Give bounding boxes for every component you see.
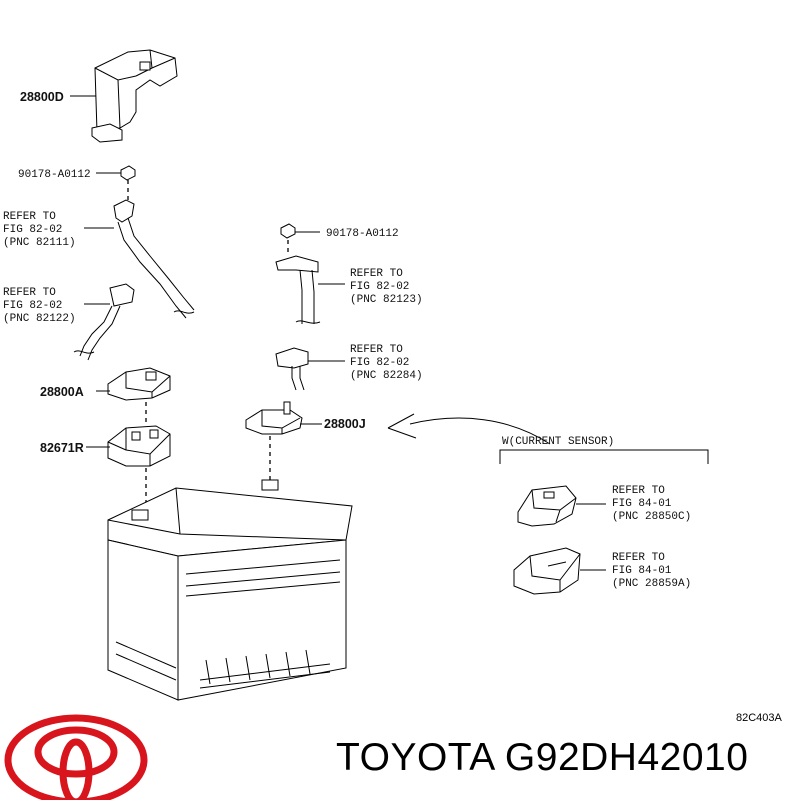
cable-82122-part[interactable] bbox=[73, 283, 135, 361]
cable-82123-part[interactable] bbox=[275, 255, 321, 324]
assembly-line-right bbox=[269, 240, 289, 480]
ref-28850C-line1: REFER TO bbox=[612, 485, 665, 497]
ref-82284-line1: REFER TO bbox=[350, 344, 403, 356]
label-bolt-right: 90178-A0112 bbox=[326, 228, 399, 240]
label-28800J: 28800J bbox=[324, 417, 366, 431]
terminal-28800J-part[interactable] bbox=[245, 401, 303, 435]
ref-82284-line3: (PNC 82284) bbox=[350, 370, 423, 382]
ref-82123-line1: REFER TO bbox=[350, 268, 403, 280]
ref-28859A-line2: FIG 84-01 bbox=[612, 565, 672, 577]
bolt-left-part[interactable] bbox=[120, 165, 136, 181]
ref-82122-line1: REFER TO bbox=[3, 287, 56, 299]
ref-82122-line2: FIG 82-02 bbox=[3, 300, 62, 312]
label-current-sensor: W(CURRENT SENSOR) bbox=[502, 436, 614, 448]
label-28800D: 28800D bbox=[20, 90, 64, 104]
ref-82284-line2: FIG 82-02 bbox=[350, 357, 409, 369]
ref-28859A-line3: (PNC 28859A) bbox=[612, 578, 691, 590]
cover-28800D-part[interactable] bbox=[91, 49, 178, 143]
battery-part[interactable] bbox=[107, 479, 353, 701]
terminal-28800A-part[interactable] bbox=[107, 367, 171, 401]
ref-82123-line3: (PNC 82123) bbox=[350, 294, 423, 306]
label-28800A: 28800A bbox=[40, 385, 84, 399]
label-bolt-left: 90178-A0112 bbox=[18, 169, 91, 181]
toyota-logo-icon bbox=[4, 714, 148, 800]
ref-28850C-line2: FIG 84-01 bbox=[612, 498, 672, 510]
arrow-icon bbox=[387, 413, 551, 445]
bolt-right-part[interactable] bbox=[280, 223, 296, 239]
diagram-code: 82C403A bbox=[736, 712, 782, 724]
ref-82111-line2: FIG 82-02 bbox=[3, 224, 62, 236]
cable-82284-part[interactable] bbox=[275, 347, 309, 391]
sensor-28859A-part[interactable] bbox=[513, 547, 581, 595]
cable-82111-part[interactable] bbox=[113, 199, 195, 319]
holder-82671R-part[interactable] bbox=[107, 425, 171, 467]
ref-28850C-line3: (PNC 28850C) bbox=[612, 511, 691, 523]
brand-title: TOYOTA G92DH42010 bbox=[336, 736, 749, 779]
ref-82111-line1: REFER TO bbox=[3, 211, 56, 223]
sensor-bracket bbox=[499, 449, 709, 464]
sensor-28850C-part[interactable] bbox=[517, 485, 577, 527]
ref-28859A-line1: REFER TO bbox=[612, 552, 665, 564]
ref-82123-line2: FIG 82-02 bbox=[350, 281, 409, 293]
ref-82111-line3: (PNC 82111) bbox=[3, 237, 76, 249]
ref-82122-line3: (PNC 82122) bbox=[3, 313, 76, 325]
label-82671R: 82671R bbox=[40, 441, 84, 455]
